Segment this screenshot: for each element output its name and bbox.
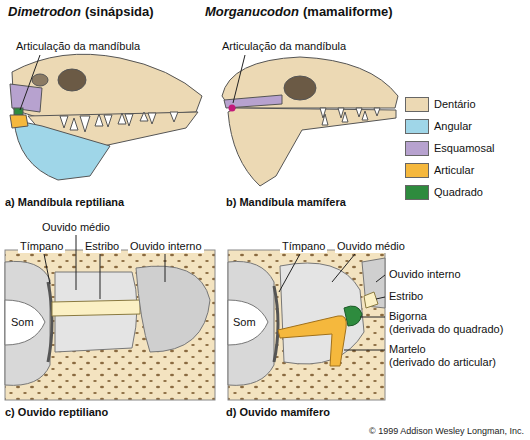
leader-line [233, 55, 245, 103]
legend-text: Dentário [434, 98, 476, 111]
legend-text: Quadrado [434, 186, 483, 199]
joint-label: Articulação da mandíbula [222, 40, 346, 53]
part-label: Ouvido interno [389, 268, 461, 281]
legend-text: Articular [434, 164, 474, 177]
legend-swatch [405, 141, 429, 156]
legend-swatch [405, 163, 429, 178]
part-label: Ouvido médio [335, 240, 407, 253]
panel-caption: a) Mandíbula reptiliana [5, 196, 124, 209]
species-name: Dimetrodon [8, 4, 81, 19]
leader-lines [279, 254, 385, 350]
panel-caption: b) Mandíbula mamífera [226, 196, 346, 209]
leader-line [20, 55, 40, 110]
part-label: Som [11, 316, 34, 329]
part-label: Ouvido médio [40, 221, 112, 234]
copyright-note: © 1999 Addison Wesley Longman, Inc. [369, 426, 524, 437]
group-name: (sinápsida) [85, 4, 154, 19]
group-name: (mamaliforme) [303, 4, 393, 19]
part-label: Martelo [389, 343, 426, 356]
dimetrodon-skull [10, 54, 202, 180]
part-label: Estribo [83, 240, 121, 253]
part-label: Som [233, 316, 256, 329]
part-label: (derivada do quadrado) [389, 323, 503, 336]
legend-swatch [405, 97, 429, 112]
legend-text: Angular [434, 120, 472, 133]
part-label: (derivado do articular) [389, 356, 496, 369]
legend-swatch [405, 185, 429, 200]
part-label: Bigorna [389, 310, 427, 323]
jaw-joint [229, 105, 236, 112]
legend-text: Esquamosal [434, 142, 495, 155]
part-label: Tímpano [280, 240, 327, 253]
reptilian-ear [5, 250, 215, 400]
part-label: Ouvido interno [128, 240, 204, 253]
part-label: Tímpano [18, 240, 65, 253]
panel-caption: d) Ouvido mamífero [226, 406, 330, 419]
legend-swatch [405, 119, 429, 134]
mammalian-ear [228, 250, 385, 400]
panel-caption: c) Ouvido reptiliano [5, 406, 108, 419]
part-label: Estribo [389, 290, 423, 303]
morganucodon-skull [222, 57, 398, 186]
joint-label: Articulação da mandíbula [16, 40, 140, 53]
species-name: Morganucodon [205, 4, 299, 19]
